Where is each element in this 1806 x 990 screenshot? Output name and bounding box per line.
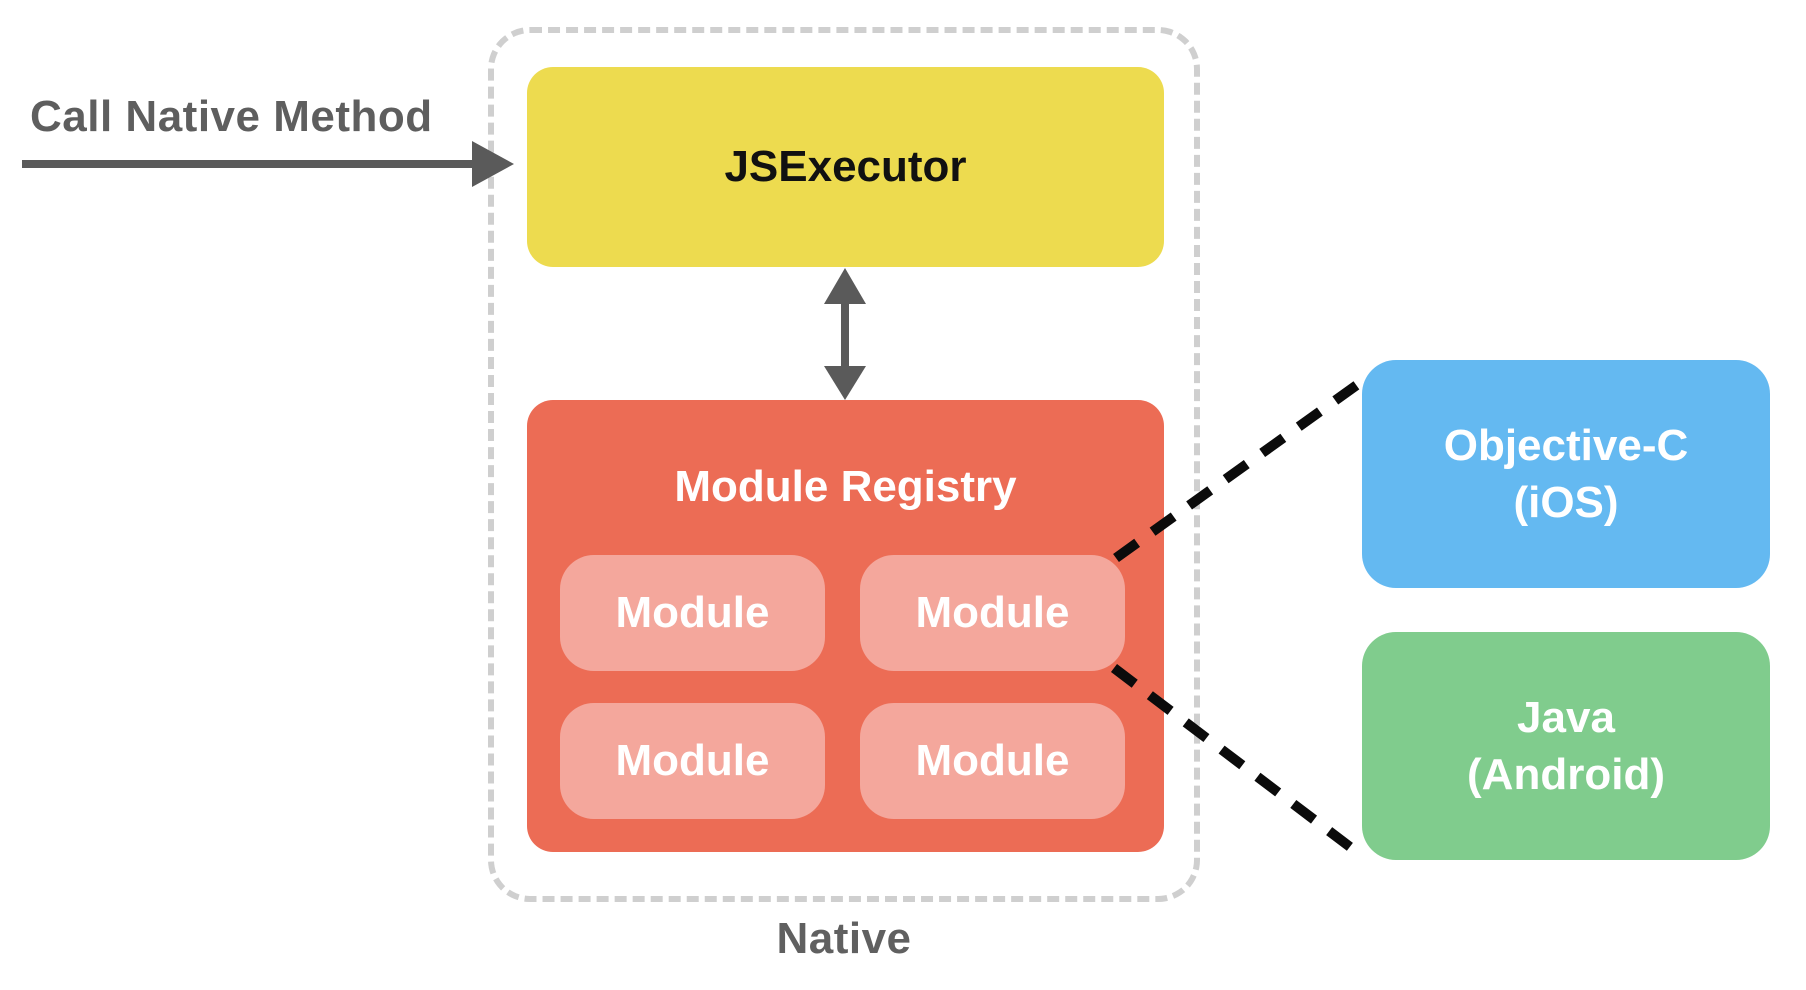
objective-c-ios-box: Objective-C (iOS) xyxy=(1362,360,1770,588)
module-registry-box: Module Registry Module Module Module Mod… xyxy=(527,400,1164,852)
module-box-3: Module xyxy=(560,703,825,819)
ios-label: (iOS) xyxy=(1513,478,1619,527)
jsexecutor-label: JSExecutor xyxy=(724,142,967,191)
module-box-1: Module xyxy=(560,555,825,671)
native-label: Native xyxy=(776,914,912,963)
module-registry-title: Module Registry xyxy=(674,462,1017,511)
android-label: (Android) xyxy=(1467,750,1665,799)
call-native-arrow-icon xyxy=(22,141,514,187)
call-native-method-label: Call Native Method xyxy=(30,92,433,141)
module-box-2: Module xyxy=(860,555,1125,671)
java-label: Java xyxy=(1517,693,1615,742)
objective-c-label: Objective-C xyxy=(1443,421,1689,470)
jsexecutor-box: JSExecutor xyxy=(527,67,1164,267)
module-box-4: Module xyxy=(860,703,1125,819)
java-android-box: Java (Android) xyxy=(1362,632,1770,860)
